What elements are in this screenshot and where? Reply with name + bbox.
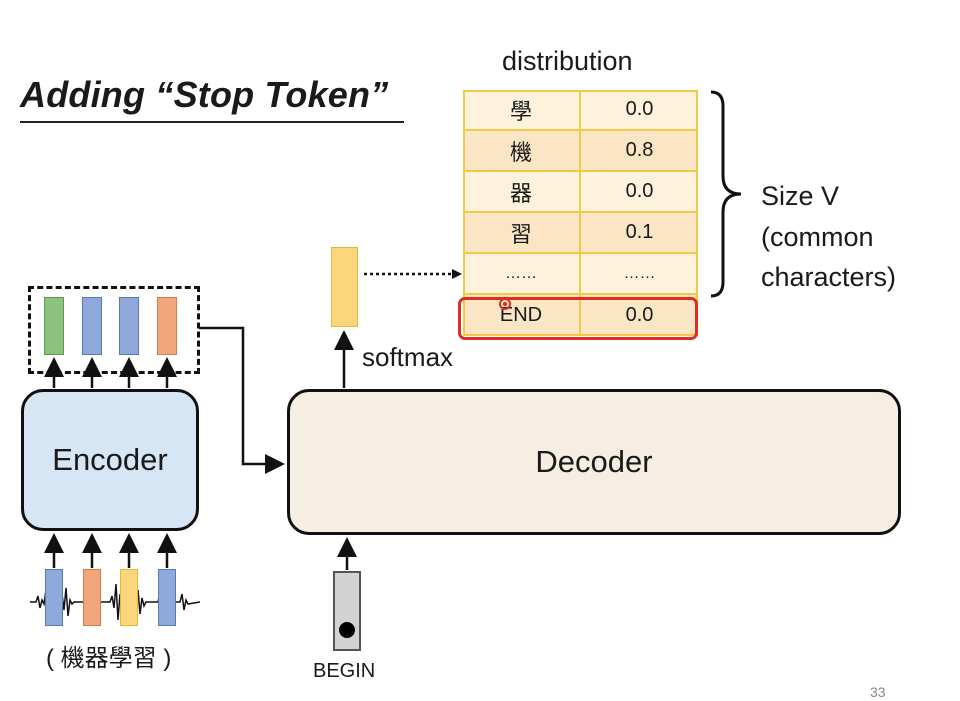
table-row: 學 0.0	[463, 90, 698, 131]
distribution-label: distribution	[502, 46, 633, 76]
table-row: …… ……	[463, 254, 698, 295]
dotted-arrow	[364, 269, 462, 279]
encoder-label: Encoder	[52, 442, 168, 477]
size-v-label: Size V (common characters)	[761, 176, 896, 298]
encoder-output-vector	[119, 297, 139, 355]
begin-label: BEGIN	[313, 660, 376, 682]
size-v-line: Size V	[761, 181, 840, 211]
softmax-label: softmax	[362, 342, 454, 372]
table-row: 習 0.1	[463, 213, 698, 254]
size-v-line: (common	[761, 221, 874, 252]
begin-token-vector	[333, 571, 361, 651]
cursor-pointer-icon	[499, 298, 511, 310]
curly-brace	[710, 90, 742, 298]
page-number: 33	[870, 684, 886, 700]
decoder-label: Decoder	[535, 444, 653, 479]
begin-dot-icon	[339, 622, 355, 638]
prob-cell: 0.0	[625, 304, 654, 326]
output-vector	[331, 247, 358, 327]
token-cell: 習	[463, 213, 581, 252]
slide-title: Adding “Stop Token”	[20, 74, 389, 115]
encoder-output-group	[28, 286, 200, 374]
encoder-output-vector	[157, 297, 177, 355]
decoder-box: Decoder	[287, 389, 901, 535]
token-cell: ……	[463, 254, 581, 293]
token-cell: 機	[463, 131, 581, 170]
input-vector	[120, 569, 138, 626]
prob-cell: 0.0	[625, 98, 654, 120]
title-underline	[20, 121, 404, 123]
input-vector	[45, 569, 63, 626]
encoder-output-vector	[44, 297, 64, 355]
table-row: 機 0.8	[463, 131, 698, 172]
input-vector	[158, 569, 176, 626]
input-speech-label: ( 機器學習 )	[46, 645, 172, 672]
size-v-line: characters)	[761, 262, 897, 292]
table-frame	[463, 90, 698, 336]
prob-cell: 0.8	[625, 139, 654, 161]
token-cell: END	[463, 295, 581, 336]
prob-cell: ……	[623, 264, 656, 282]
end-highlight-box	[458, 297, 698, 340]
prob-cell: 0.1	[625, 221, 654, 243]
encoder-output-vector	[82, 297, 102, 355]
input-vector	[83, 569, 101, 626]
token-cell: 器	[463, 172, 581, 211]
encoder-box: Encoder	[21, 389, 199, 531]
table-row: 器 0.0	[463, 172, 698, 213]
table-row-end: END 0.0	[463, 295, 698, 336]
prob-cell: 0.0	[625, 180, 654, 202]
token-cell: 學	[463, 90, 581, 129]
